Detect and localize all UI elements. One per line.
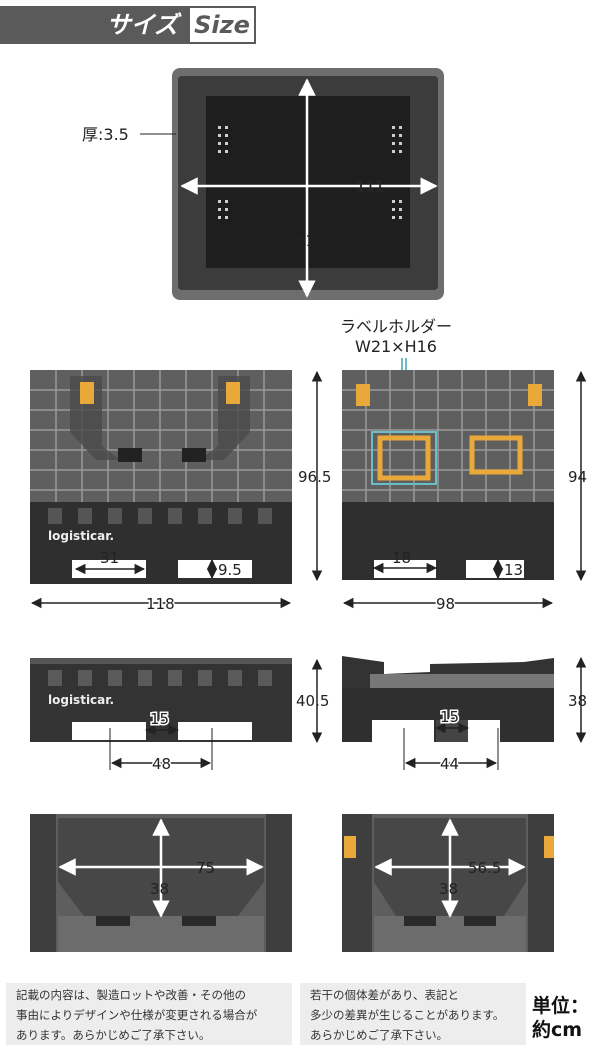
front-full-logo: logisticar.: [48, 529, 114, 543]
side-full-height-label: 94: [568, 468, 587, 486]
side-fork-width-label: 18: [392, 549, 411, 567]
door-side-height-label: 38: [439, 880, 458, 898]
disclaimer-note-2: 若干の個体差があり、表記と 多少の差異が生じることがあります。 あらかじめご了承…: [300, 983, 526, 1045]
header-title-en: Size: [188, 6, 256, 44]
header-title-jp: サイズ: [0, 6, 188, 44]
note1-line-3: あります。あらかじめご了承下さい。: [16, 1028, 211, 1042]
front-folded-gap-label: 15: [150, 710, 169, 728]
side-full-container: [342, 370, 554, 580]
door-front-height-label: 38: [150, 880, 169, 898]
note2-line-1: 若干の個体差があり、表記と: [310, 988, 460, 1002]
label-holder-title: ラベルホルダー: [340, 317, 452, 336]
door-views-figure: 75 38 56.5 38: [0, 812, 600, 954]
unit-line-1: 単位：: [532, 995, 590, 1017]
thickness-label: 厚:3.5: [82, 125, 129, 144]
full-views-figure: ラベルホルダー W21×H16: [0, 316, 600, 616]
note2-line-3: あらかじめご了承下さい。: [310, 1028, 448, 1042]
side-folded-container: [342, 656, 554, 742]
top-view-figure: 厚:3.5 111 91: [0, 60, 600, 310]
note2-line-2: 多少の差異が生じることがあります。: [310, 1008, 505, 1022]
unit-label: 単位： 約cm: [532, 994, 598, 1042]
door-front-width-label: 75: [196, 859, 215, 877]
top-view-vent-holes: [218, 126, 402, 219]
door-side-width-label: 56.5: [468, 859, 501, 877]
side-folded-gap-label: 15: [440, 708, 459, 726]
unit-line-2: 約cm: [532, 1019, 583, 1041]
note1-line-1: 記載の内容は、製造ロットや改善・その他の: [16, 988, 246, 1002]
label-holder-size: W21×H16: [355, 337, 437, 356]
door-side-photo: [342, 814, 554, 952]
section-header: サイズ Size: [0, 6, 256, 44]
folded-views-figure: logisticar. 40.5 15 48 38 15 44: [0, 648, 600, 778]
disclaimer-note-1: 記載の内容は、製造ロットや改善・その他の 事由によりデザインや仕様が変更される場…: [6, 983, 292, 1045]
side-full-width-label: 98: [436, 595, 455, 613]
door-front-photo: [30, 814, 292, 952]
front-fork-height-label: 9.5: [218, 561, 242, 579]
top-view-width-label: 111: [356, 178, 385, 196]
door-views-svg: 75 38 56.5 38: [30, 814, 554, 952]
folded-views-svg: logisticar. 40.5 15 48 38 15 44: [30, 656, 587, 775]
label-holder-box: [371, 431, 437, 485]
side-fork-height-label: 13: [504, 561, 523, 579]
front-full-container: logisticar.: [30, 370, 292, 584]
full-views-svg: ラベルホルダー W21×H16: [30, 317, 587, 615]
front-full-height-label: 96.5: [298, 468, 331, 486]
side-folded-span-label: 44: [440, 755, 459, 773]
front-folded-logo: logisticar.: [48, 693, 114, 707]
front-fork-width-label: 31: [100, 549, 119, 567]
top-view-depth-label: 91: [296, 232, 315, 250]
front-full-width-label: 118: [146, 595, 175, 613]
front-folded-height-label: 40.5: [296, 692, 329, 710]
front-folded-span-label: 48: [152, 755, 171, 773]
side-folded-height-label: 38: [568, 692, 587, 710]
top-view-svg: 厚:3.5 111 91: [82, 68, 444, 300]
note1-line-2: 事由によりデザインや仕様が変更される場合が: [16, 1008, 258, 1022]
